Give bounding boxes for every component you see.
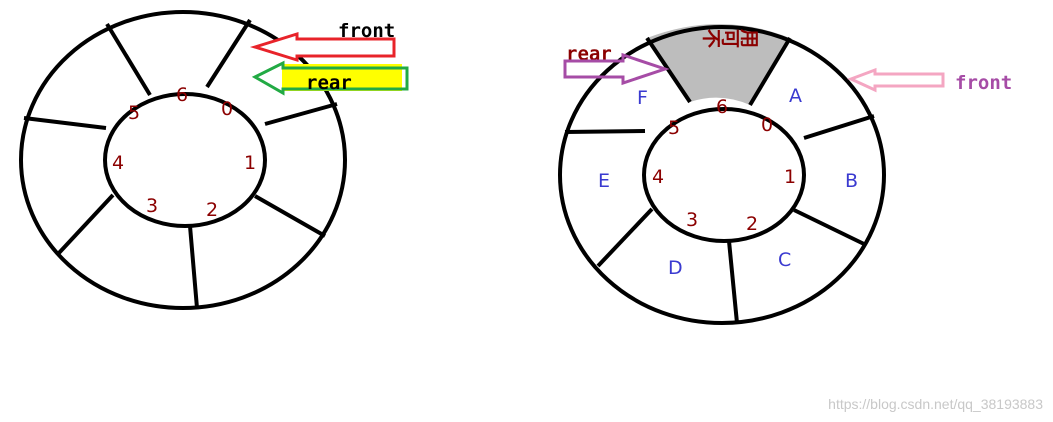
unavailable-slot-shading <box>647 24 790 105</box>
right-element-f: F <box>637 87 648 109</box>
right-front-arrow-icon <box>847 67 945 93</box>
unavailable-char-3: 用 <box>738 29 760 48</box>
left-slot-indices: 0 1 2 3 4 5 6 <box>112 84 256 221</box>
left-queue-ring <box>19 10 347 310</box>
right-inner-circle <box>642 107 806 243</box>
right-queue-ring <box>558 25 886 325</box>
left-inner-circle <box>103 92 267 228</box>
left-divider <box>254 194 326 238</box>
right-rear-arrow-icon <box>563 52 670 86</box>
right-index-0: 0 <box>761 114 773 136</box>
right-index-6: 6 <box>716 96 728 118</box>
right-front-pointer: front <box>847 67 1012 94</box>
left-front-label: front <box>338 20 395 42</box>
left-rear-label: rear <box>306 72 352 94</box>
left-index-6: 6 <box>176 84 188 106</box>
left-rear-arrow-icon <box>251 60 409 96</box>
left-divider <box>23 116 107 130</box>
right-divider <box>596 207 654 268</box>
left-index-2: 2 <box>206 199 218 221</box>
right-slot-indices: 0 1 2 3 4 5 6 <box>652 96 796 235</box>
right-divider <box>645 36 692 104</box>
right-element-c: C <box>778 249 791 271</box>
right-element-e: E <box>598 170 610 192</box>
left-front-arrow-icon <box>249 31 396 63</box>
left-index-1: 1 <box>244 152 256 174</box>
unavailable-char-2: 可 <box>719 29 741 48</box>
right-front-label: front <box>955 72 1012 94</box>
left-rear-pointer: rear <box>251 60 409 96</box>
left-divider <box>205 18 252 89</box>
left-index-5: 5 <box>128 102 140 124</box>
right-index-2: 2 <box>746 213 758 235</box>
right-slot-elements: A B C D E F <box>598 85 858 279</box>
unavailable-char-1: 不 <box>700 29 722 48</box>
left-divider <box>56 193 115 256</box>
right-index-3: 3 <box>686 209 698 231</box>
right-divider <box>748 36 792 107</box>
right-divider <box>793 208 865 246</box>
right-divider <box>564 129 646 134</box>
left-outer-circle <box>19 10 347 310</box>
right-index-4: 4 <box>652 166 664 188</box>
right-element-d: D <box>668 257 683 279</box>
left-index-0: 0 <box>221 98 233 120</box>
right-rear-pointer: rear <box>563 43 670 86</box>
left-front-pointer: front <box>249 20 396 63</box>
right-divider <box>727 240 739 324</box>
left-index-4: 4 <box>112 152 124 174</box>
watermark: https://blog.csdn.net/qq_38193883 <box>828 396 1043 412</box>
right-outer-circle <box>558 25 886 325</box>
left-divider <box>188 225 199 309</box>
right-element-a: A <box>789 85 802 107</box>
right-index-1: 1 <box>784 166 796 188</box>
right-divider <box>803 114 875 140</box>
left-divider <box>264 102 338 126</box>
right-index-5: 5 <box>668 117 680 139</box>
right-element-b: B <box>845 170 858 192</box>
unavailable-label: 不 可 用 <box>700 29 760 48</box>
left-divider <box>105 22 152 97</box>
left-index-3: 3 <box>146 195 158 217</box>
